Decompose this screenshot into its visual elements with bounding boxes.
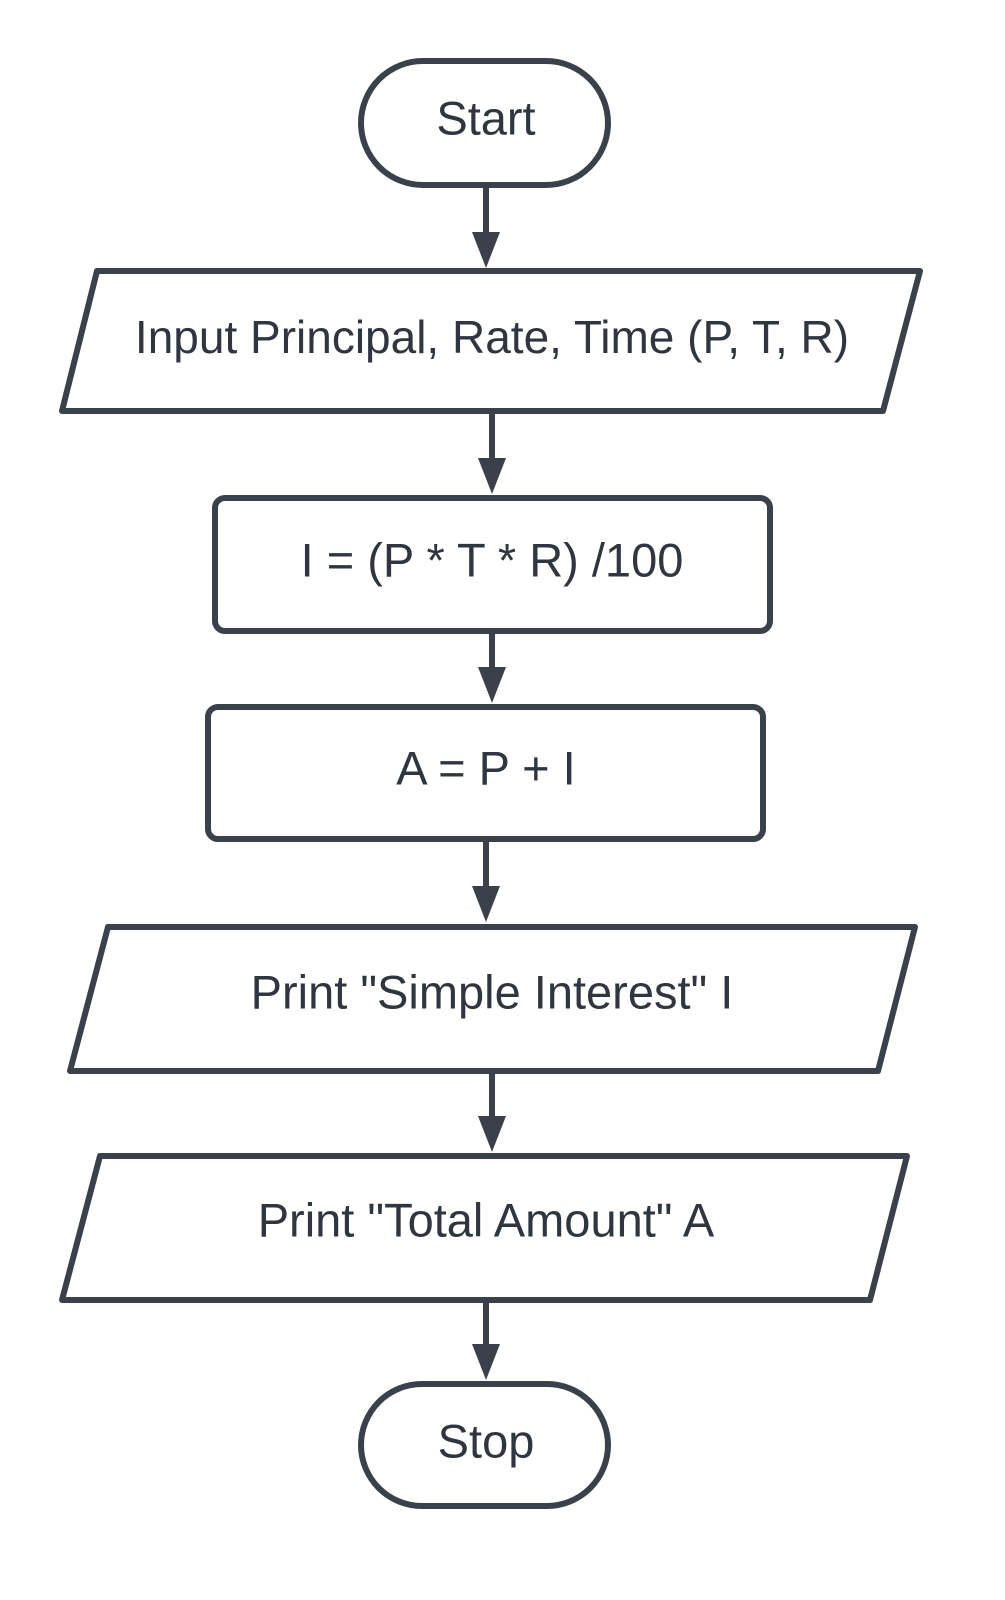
connectors (472, 185, 506, 1380)
calc-amount-label: A = P + I (396, 742, 575, 795)
calc-amount-node: A = P + I (205, 704, 766, 842)
connector-input-to-calc-interest (478, 412, 506, 494)
connector-calc-amount-to-print-interest (472, 839, 500, 922)
connector-start-to-input (472, 185, 500, 268)
input-node: Input Principal, Rate, Time (P, T, R) (59, 268, 923, 414)
stop-node: Stop (358, 1381, 611, 1509)
print-interest-node: Print "Simple Interest" I (67, 924, 918, 1074)
calc-interest-node: I = (P * T * R) /100 (212, 495, 773, 634)
connector-print-interest-to-print-amount (478, 1072, 506, 1152)
print-amount-node: Print "Total Amount" A (59, 1153, 910, 1303)
print-interest-label: Print "Simple Interest" I (251, 966, 734, 1019)
stop-label: Stop (438, 1415, 535, 1468)
print-amount-label: Print "Total Amount" A (258, 1194, 715, 1247)
connector-calc-interest-to-calc-amount (478, 631, 506, 703)
connector-print-amount-to-stop (472, 1300, 500, 1380)
input-label: Input Principal, Rate, Time (P, T, R) (135, 311, 849, 363)
start-node: Start (358, 58, 611, 188)
calc-interest-label: I = (P * T * R) /100 (301, 534, 684, 587)
start-label: Start (436, 92, 535, 145)
